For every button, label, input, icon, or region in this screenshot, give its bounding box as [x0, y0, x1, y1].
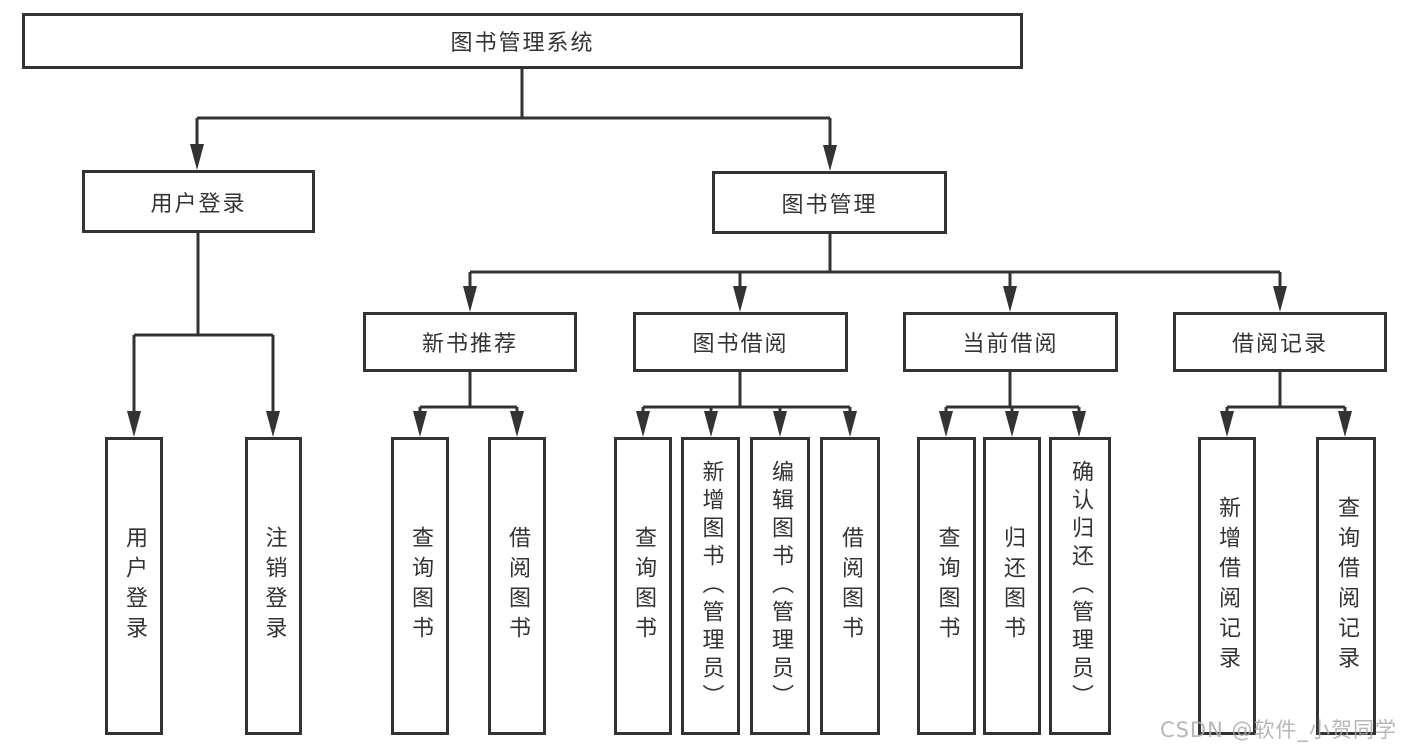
node-return-book: 归还图书 — [983, 437, 1041, 735]
node-book-borrow: 图书借阅 — [633, 312, 848, 372]
node-query-book-recommend: 查询图书 — [391, 437, 449, 735]
node-logout-action: 注销登录 — [245, 437, 302, 735]
node-query-borrow-record: 查询借阅记录 — [1316, 437, 1376, 735]
node-library-system: 图书管理系统 — [22, 13, 1023, 69]
node-borrow-book: 借阅图书 — [820, 437, 880, 735]
node-book-management: 图书管理 — [712, 171, 947, 234]
node-query-book-current: 查询图书 — [917, 437, 976, 735]
node-query-book-borrow: 查询图书 — [614, 437, 672, 735]
arrowheads — [127, 144, 1352, 437]
node-add-book-admin: 新增图书（管理员） — [681, 437, 740, 735]
tree-branches — [132, 69, 1347, 413]
csdn-watermark: CSDN @软件_小贺同学 — [1159, 718, 1397, 742]
node-add-borrow-record: 新增借阅记录 — [1198, 437, 1256, 735]
node-new-book-recommend: 新书推荐 — [363, 312, 577, 372]
node-user-login-action: 用户登录 — [105, 437, 163, 735]
node-borrow-records: 借阅记录 — [1173, 312, 1387, 372]
node-user-login: 用户登录 — [82, 170, 315, 233]
node-confirm-return-admin: 确认归还（管理员） — [1049, 437, 1111, 735]
node-current-borrow: 当前借阅 — [903, 312, 1118, 372]
node-borrow-book-recommend: 借阅图书 — [488, 437, 546, 735]
node-edit-book-admin: 编辑图书（管理员） — [750, 437, 810, 735]
